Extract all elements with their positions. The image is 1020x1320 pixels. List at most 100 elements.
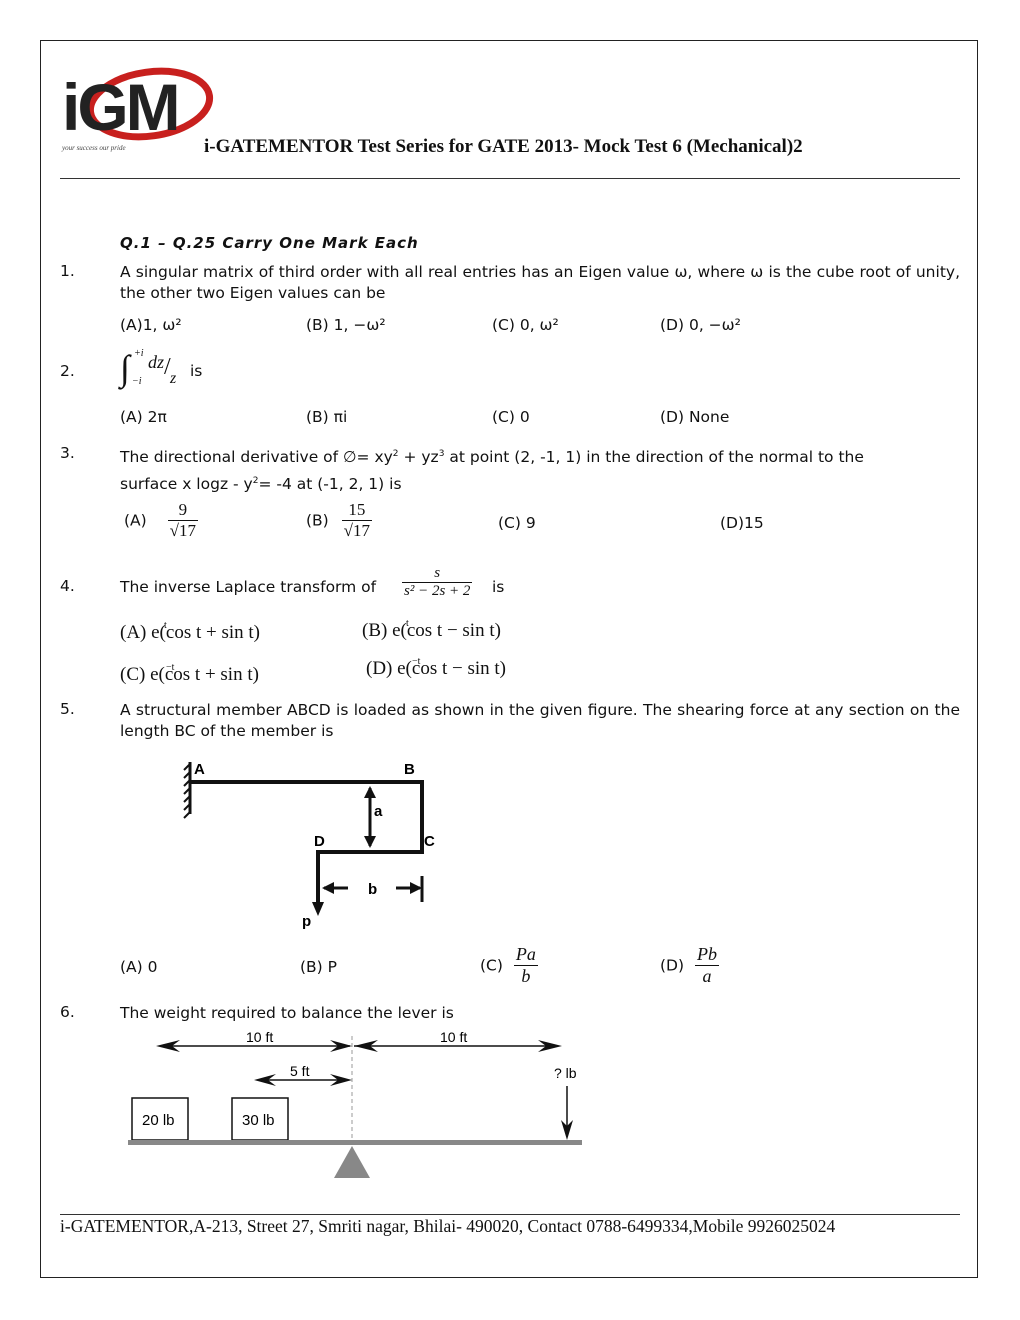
integral-lower: −i [132,376,142,387]
option-c: (C) e(cos t + sin t) −t [120,662,259,686]
question-number: 1. [60,262,75,280]
option-a: (A) 9 √17 [124,500,198,541]
option-a: (A) 2π [120,408,167,426]
option-b: (B) P [300,958,338,976]
option-text: (B) e(cos t − sin t) [362,620,501,641]
fraction-denominator: √17 [169,521,196,540]
option-a: (A) e(cos t + sin t) t [120,620,260,644]
question-text: The weight required to balance the lever… [120,1004,454,1022]
page-title: i-GATEMENTOR Test Series for GATE 2013- … [204,136,803,157]
label-c-point: C [424,833,435,850]
logo-swoosh-icon [86,67,214,141]
option-c: (C) 9 [498,514,536,532]
label-a-dimension: a [374,803,383,820]
label-unknown-weight: ? lb [554,1065,577,1081]
integral-upper: +i [134,348,144,359]
load-p-arrow-icon [312,902,324,916]
fraction-denominator: √17 [343,521,371,540]
question-number: 6. [60,1003,75,1021]
fraction-numerator: 15 [341,500,373,521]
label-weight-20: 20 lb [142,1112,175,1129]
option-d: (D) None [660,408,730,426]
option-b: (B) e(cos t − sin t) t [362,618,501,642]
integral-numerator: dz [148,352,165,372]
fraction-denominator: b [521,966,531,986]
integral-expression: ∫ +i −i dz / z is [120,348,230,392]
header-rule [60,178,960,179]
option-label: (B) [306,511,329,530]
label-weight-30: 30 lb [242,1112,275,1129]
superscript: 2 [392,449,399,459]
question-text: A structural member ABCD is loaded as sh… [120,701,960,740]
label-p-load: p [302,913,311,930]
fraction-numerator: Pa [513,944,538,966]
label-mid-span: 5 ft [290,1063,310,1079]
question-text-suffix: is [492,578,505,596]
label-d-point: D [314,833,325,850]
question-text-line2: surface x logz - y2= -4 at (-1, 2, 1) is [120,471,402,495]
option-text: (D) e(cos t − sin t) [366,658,506,679]
exponent: t [164,620,167,631]
span-arrow-mid-icon [254,1074,352,1086]
superscript: 3 [438,449,445,459]
structural-member-figure: A B C D a b p [183,761,435,930]
option-c: (C) 0 [492,408,530,426]
footer-text: i-GATEMENTOR,A-213, Street 27, Smriti na… [60,1216,836,1236]
footer-rule [60,1214,960,1215]
fraction-numerator: s [402,565,473,583]
dimension-a-arrow-icon [364,786,376,848]
option-label: (C) [480,956,503,975]
option-fraction: 9 √17 [167,500,198,541]
span-arrow-right-icon [354,1040,562,1052]
superscript: 2 [252,476,259,486]
lever-figure: 10 ft 10 ft 5 ft ? lb 20 lb 30 lb [128,1029,582,1178]
fixed-support-icon [183,762,192,819]
label-b-dimension: b [368,881,377,898]
fraction-numerator: 9 [167,500,198,521]
lever-beam [128,1140,582,1145]
exponent: −t [412,656,421,667]
span-arrow-left-icon [156,1040,352,1052]
option-a: (A) 0 [120,958,158,976]
option-text: (A) e(cos t + sin t) [120,622,260,643]
section-title: Q.1 – Q.25 Carry One Mark Each [120,234,419,252]
option-b: (B) 1, −ω² [306,316,386,334]
exponent: −t [166,662,175,673]
question-fraction: s s² − 2s + 2 [402,565,473,600]
logo-text: iGM [62,70,181,144]
label-right-span: 10 ft [440,1029,467,1045]
text-part: + yz [398,448,439,467]
label-a-point: A [194,761,205,778]
integral-sign: ∫ [120,348,130,388]
text-part: surface x logz - y [120,475,253,494]
option-d: (D) Pb a [660,944,719,987]
logo-tagline: your success our pride [62,144,126,152]
member-abcd [190,780,424,902]
option-b: (B) πi [306,408,348,426]
question-text: A singular matrix of third order with al… [120,263,960,302]
text-part: at point (2, -1, 1) in the direction of … [444,448,864,467]
option-b: (B) 15 √17 [306,500,373,541]
text-part: The directional derivative of ∅= xy [120,448,393,467]
option-c: (C) 0, ω² [492,316,559,334]
option-a: (A)1, ω² [120,316,182,334]
option-label: (A) [124,511,147,530]
fraction-slash: / [164,354,171,380]
question-text: The inverse Laplace transform of [120,578,377,596]
fraction-denominator: s² − 2s + 2 [404,583,471,599]
page-frame [40,40,978,1278]
option-d: (D) e(cos t − sin t) −t [366,656,506,680]
option-label: (D) [660,956,685,975]
fraction-numerator: Pb [694,944,719,966]
fulcrum-icon [334,1146,370,1178]
question-number: 2. [60,362,75,380]
exponent: t [406,618,409,629]
option-text: (C) e(cos t + sin t) [120,664,259,685]
unknown-weight-arrow-icon [561,1086,573,1140]
option-fraction: Pb a [694,944,719,987]
option-fraction: 15 √17 [341,500,373,541]
option-d: (D)15 [720,514,764,532]
text-part: = -4 at (-1, 2, 1) is [258,475,402,494]
fraction-denominator: a [702,966,712,986]
logo: iGM your success our pride [54,58,214,158]
